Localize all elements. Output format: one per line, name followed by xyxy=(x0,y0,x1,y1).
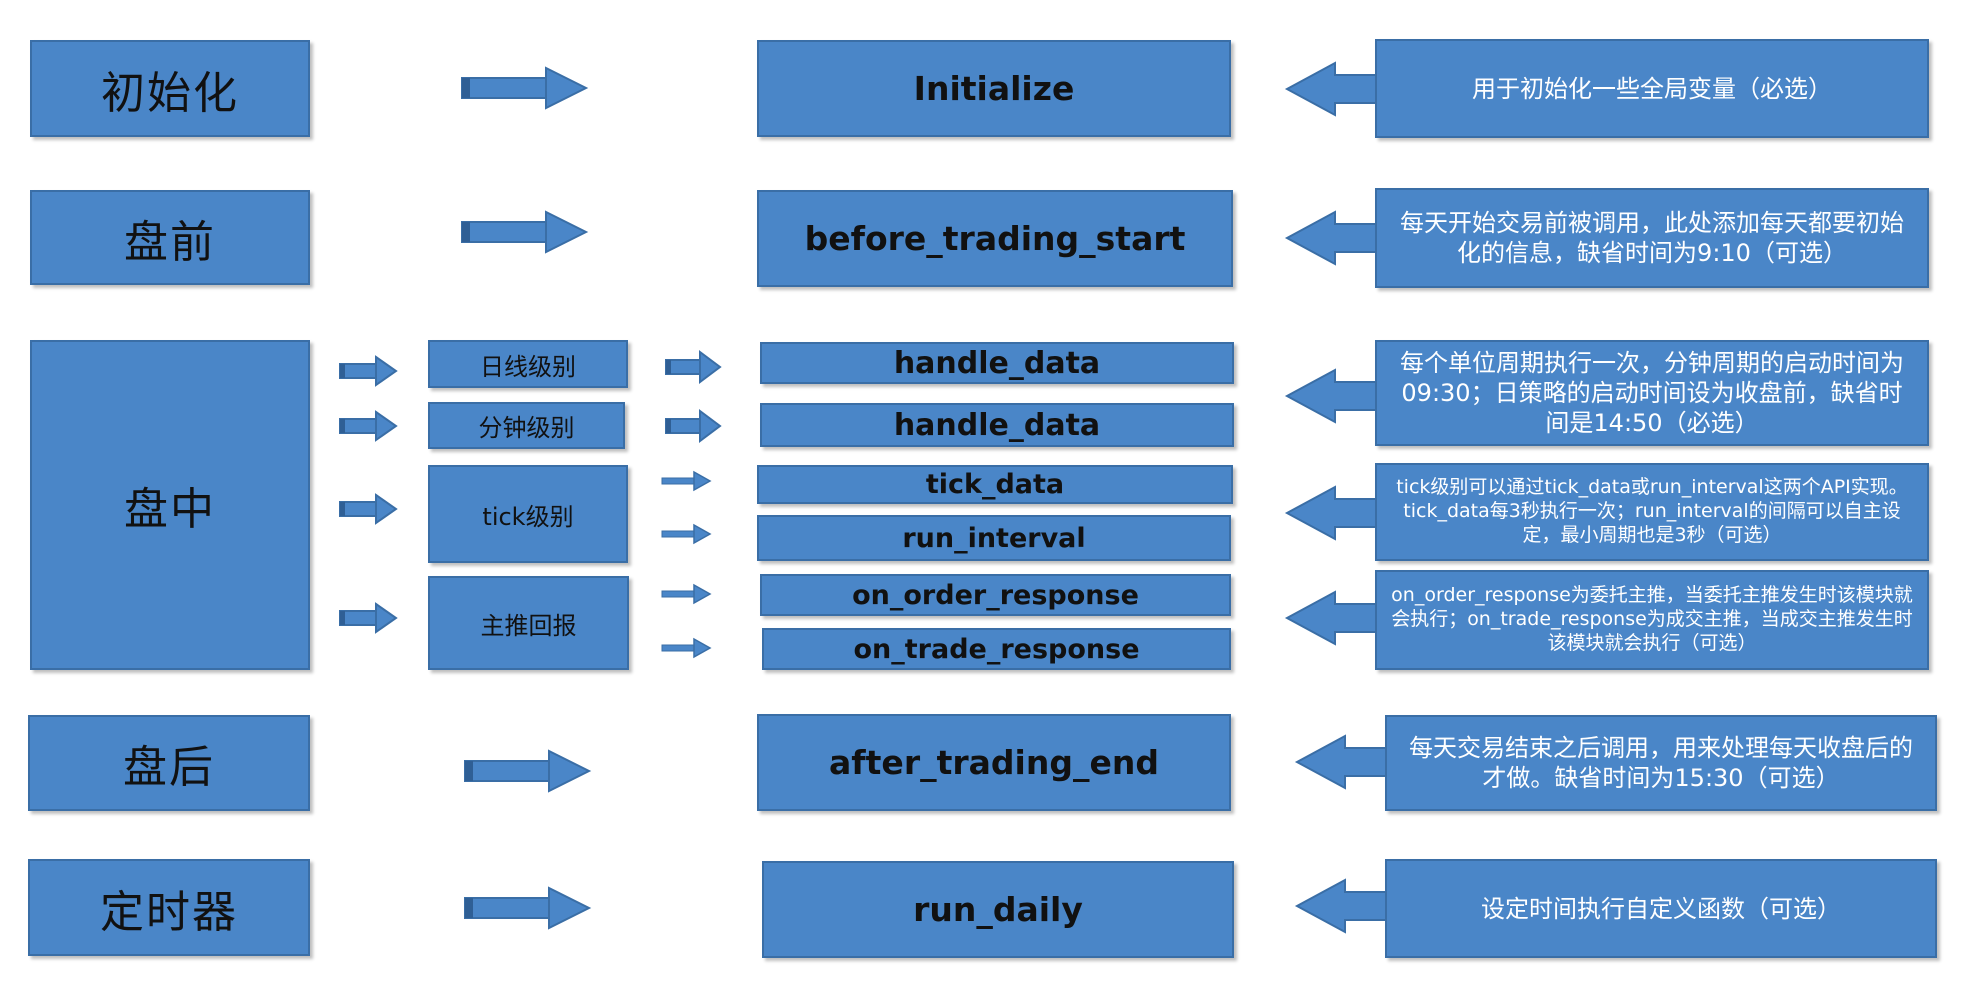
func-handle-data-daily-box: handle_data xyxy=(760,342,1234,384)
note-init-text: 用于初始化一些全局变量（必选） xyxy=(1472,74,1832,103)
func-run-daily-label: run_daily xyxy=(913,890,1083,929)
left-arrow-icon xyxy=(1284,485,1382,541)
level-tick-label: tick级别 xyxy=(482,502,574,531)
left-arrow-icon xyxy=(1284,368,1382,424)
func-before-trading-start-label: before_trading_start xyxy=(804,219,1186,258)
func-after-trading-end-label: after_trading_end xyxy=(829,743,1159,782)
stage-intra-box: 盘中 xyxy=(30,340,310,670)
stage-init-box: 初始化 xyxy=(30,40,310,137)
func-run-interval-box: run_interval xyxy=(757,515,1231,561)
stage-post-box: 盘后 xyxy=(28,715,310,811)
stage-intra-label: 盘中 xyxy=(124,484,216,535)
note-init-box: 用于初始化一些全局变量（必选） xyxy=(1375,39,1929,138)
stage-pre-label: 盘前 xyxy=(124,216,216,268)
note-post-box: 每天交易结束之后调用，用来处理每天收盘后的才做。缺省时间为15:30（可选） xyxy=(1385,715,1937,811)
note-pre-box: 每天开始交易前被调用，此处添加每天都要初始化的信息，缺省时间为9:10（可选） xyxy=(1375,188,1929,288)
note-handle-text: 每个单位周期执行一次，分钟周期的启动时间为09:30；日策略的启动时间设为收盘前… xyxy=(1400,349,1904,437)
func-on-trade-response-label: on_trade_response xyxy=(853,633,1140,665)
left-arrow-icon xyxy=(1294,878,1392,934)
note-post-text: 每天交易结束之后调用，用来处理每天收盘后的才做。缺省时间为15:30（可选） xyxy=(1409,734,1913,792)
level-push-label: 主推回报 xyxy=(480,611,577,640)
func-handle-data-minute-label: handle_data xyxy=(893,407,1101,443)
right-arrow-icon xyxy=(661,523,712,545)
func-after-trading-end-box: after_trading_end xyxy=(757,714,1231,811)
func-run-daily-box: run_daily xyxy=(762,861,1234,958)
right-arrow-icon xyxy=(339,602,398,634)
right-arrow-icon xyxy=(665,409,722,443)
stage-timer-box: 定时器 xyxy=(28,859,310,956)
level-push-box: 主推回报 xyxy=(428,576,629,670)
right-arrow-icon xyxy=(339,410,398,442)
level-daily-label: 日线级别 xyxy=(480,352,576,381)
func-before-trading-start-box: before_trading_start xyxy=(757,190,1233,287)
right-arrow-icon xyxy=(661,583,712,605)
level-minute-box: 分钟级别 xyxy=(428,402,625,449)
stage-pre-box: 盘前 xyxy=(30,190,310,285)
right-arrow-icon xyxy=(339,493,398,525)
note-push-box: on_order_response为委托主推，当委托主推发生时该模块就会执行；o… xyxy=(1375,570,1929,670)
func-handle-data-minute-box: handle_data xyxy=(760,403,1234,447)
stage-init-label: 初始化 xyxy=(101,67,239,119)
right-arrow-icon xyxy=(339,355,398,387)
note-timer-text: 设定时间执行自定义函数（可选） xyxy=(1481,894,1841,923)
func-initialize-box: Initialize xyxy=(757,40,1231,137)
note-push-text: on_order_response为委托主推，当委托主推发生时该模块就会执行；o… xyxy=(1391,584,1913,654)
note-handle-box: 每个单位周期执行一次，分钟周期的启动时间为09:30；日策略的启动时间设为收盘前… xyxy=(1375,340,1929,446)
level-daily-box: 日线级别 xyxy=(428,340,628,388)
right-arrow-icon xyxy=(464,886,592,930)
func-on-order-response-box: on_order_response xyxy=(760,574,1231,616)
stage-timer-label: 定时器 xyxy=(100,886,238,938)
left-arrow-icon xyxy=(1284,210,1382,266)
note-tick-box: tick级别可以通过tick_data或run_interval这两个API实现… xyxy=(1375,463,1929,561)
level-tick-box: tick级别 xyxy=(428,465,628,563)
right-arrow-icon xyxy=(461,66,589,110)
left-arrow-icon xyxy=(1294,734,1392,790)
note-timer-box: 设定时间执行自定义函数（可选） xyxy=(1385,859,1937,958)
func-on-order-response-label: on_order_response xyxy=(852,579,1139,611)
func-on-trade-response-box: on_trade_response xyxy=(762,628,1231,670)
note-pre-text: 每天开始交易前被调用，此处添加每天都要初始化的信息，缺省时间为9:10（可选） xyxy=(1400,209,1904,267)
stage-post-label: 盘后 xyxy=(123,742,215,793)
right-arrow-icon xyxy=(661,470,712,492)
func-handle-data-daily-label: handle_data xyxy=(893,345,1101,381)
note-tick-text: tick级别可以通过tick_data或run_interval这两个API实现… xyxy=(1396,476,1908,546)
left-arrow-icon xyxy=(1284,61,1382,117)
right-arrow-icon xyxy=(665,350,722,384)
right-arrow-icon xyxy=(464,749,592,793)
func-tick-data-label: tick_data xyxy=(925,469,1065,500)
right-arrow-icon xyxy=(661,637,712,659)
func-run-interval-label: run_interval xyxy=(902,522,1086,554)
func-initialize-label: Initialize xyxy=(913,69,1075,108)
func-tick-data-box: tick_data xyxy=(757,465,1233,504)
left-arrow-icon xyxy=(1284,590,1382,646)
right-arrow-icon xyxy=(461,210,589,254)
level-minute-label: 分钟级别 xyxy=(478,414,575,442)
